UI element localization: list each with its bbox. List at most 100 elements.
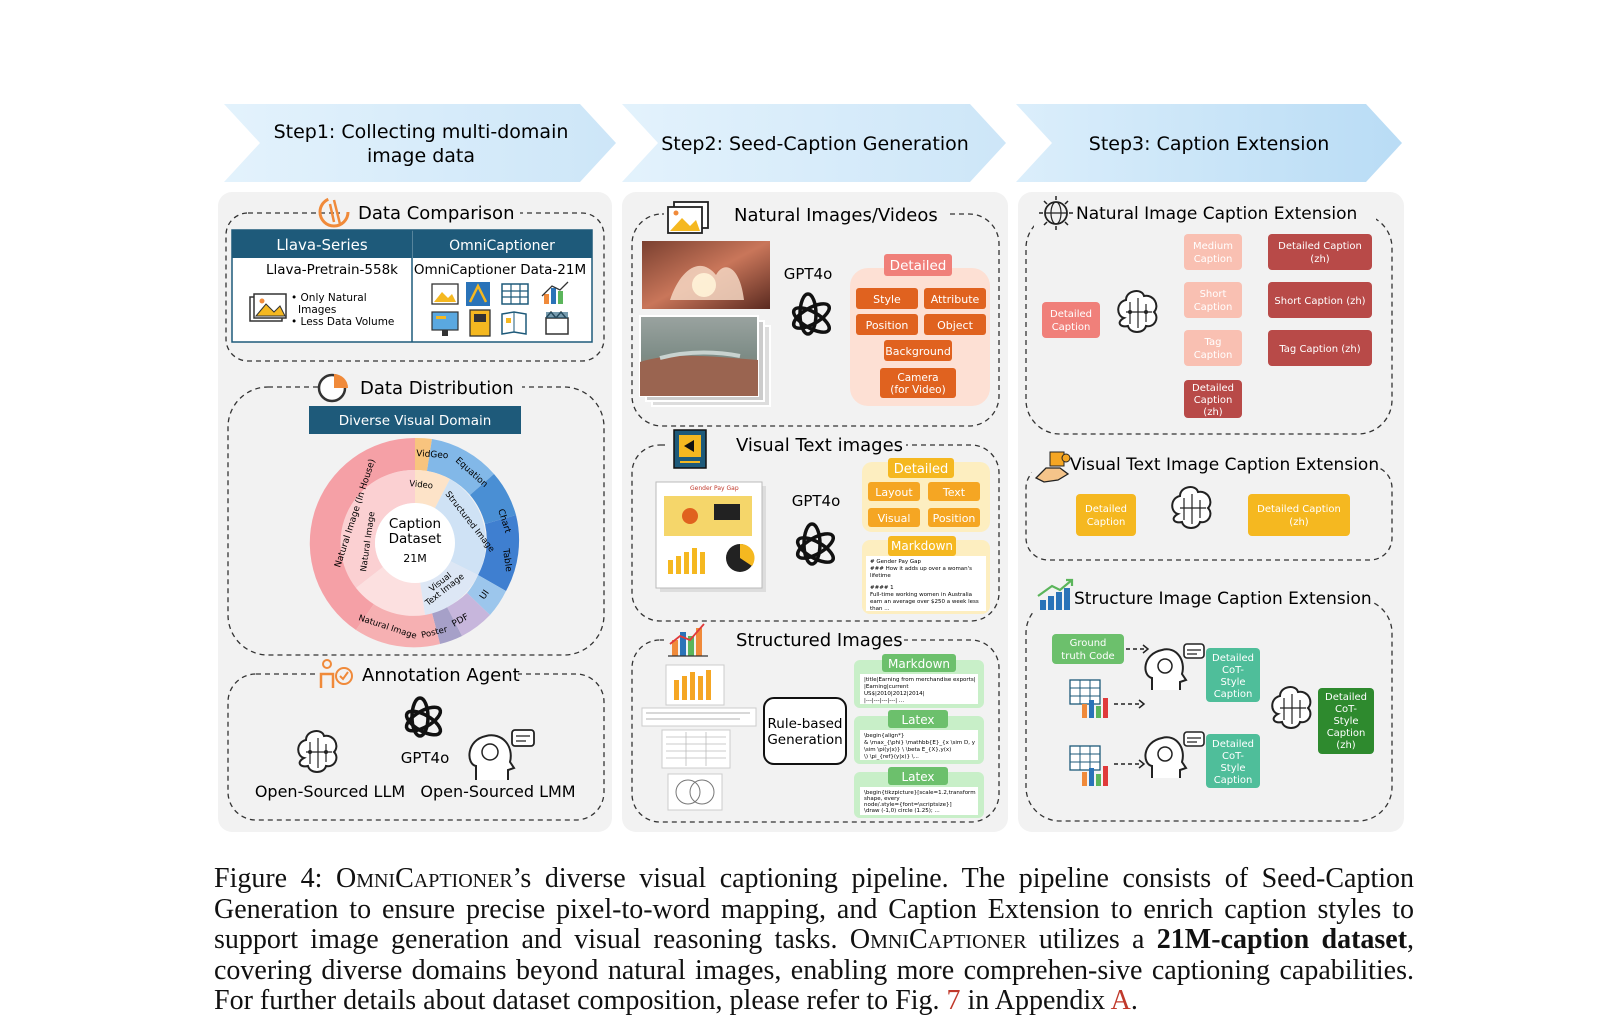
cot-caption-zh-label-3: Style <box>1333 716 1358 727</box>
visual-ext-detailed-label-1: Detailed <box>1085 504 1127 515</box>
medium-caption-label-2: Caption <box>1194 254 1233 265</box>
tag-position-label: Position <box>866 319 909 332</box>
detailed-caption-zh-small-label-3: (zh) <box>1203 407 1222 418</box>
label-video: Video <box>409 479 434 491</box>
step3-label: Step3: Caption Extension <box>1089 133 1329 155</box>
short-caption-label-2: Caption <box>1194 302 1233 313</box>
caption-text-1: ’s diverse visual captioning pipeline. T… <box>214 863 1414 955</box>
natural-detailed-label: Detailed <box>890 258 947 274</box>
ring-video <box>415 470 450 508</box>
tag-background-label: Background <box>885 345 951 358</box>
ground-truth-label-2: truth Code <box>1061 651 1114 662</box>
step1-arrow: Step1: Collecting multi-domain image dat… <box>224 104 616 182</box>
tag-text-position <box>928 508 980 527</box>
appendix-ref-link[interactable]: A <box>1110 985 1131 1016</box>
visual-text-markdown-content: # Gender Pay Gap ### How it adds up over… <box>870 559 979 612</box>
sunburst-center-line3: 21M <box>403 552 427 565</box>
diverse-domain-banner <box>309 406 521 434</box>
image-domain-icon <box>431 283 459 305</box>
sample-video-frames <box>639 315 771 407</box>
sample-photo-1 <box>642 241 770 309</box>
visual-ext-brain-icon <box>1171 486 1212 529</box>
tag-visual <box>868 508 920 527</box>
short-caption-zh-box <box>1268 282 1372 318</box>
rule-based-line2: Generation <box>767 732 842 748</box>
cot-caption-2-label-3: Style <box>1220 763 1245 774</box>
hand-puzzle-icon <box>1034 451 1071 483</box>
natural-ext-detailed-label-1: Detailed <box>1050 309 1092 320</box>
tag-visual-label: Visual <box>878 512 911 525</box>
data-comparison-section: Data Comparison Llava-Series OmniCaption… <box>225 196 605 362</box>
lmm-head-icon <box>468 729 535 780</box>
llm-brain-icon <box>297 730 338 773</box>
cot-caption-1-label-2: CoT- <box>1222 665 1244 676</box>
tag-caption-label-2: Caption <box>1194 350 1233 361</box>
cot-caption-2-label-4: Caption <box>1214 775 1253 786</box>
sunburst-center-line2: Dataset <box>389 531 442 547</box>
figure-ref-link[interactable]: 7 <box>946 985 961 1016</box>
tag-text <box>928 482 980 501</box>
open-sourced-llm-label: Open-Sourced LLM <box>255 782 405 801</box>
diverse-domain-banner-label: Diverse Visual Domain <box>339 413 492 429</box>
step1-label-line2: image data <box>367 145 475 167</box>
sunburst-chart: Caption Dataset 21M Natural Image (In Ho… <box>309 437 520 648</box>
llava-bullet-2: • Less Data Volume <box>291 316 394 328</box>
md-line: lifetime <box>870 573 891 579</box>
omni-header-label: OmniCaptioner <box>449 238 555 254</box>
ring-visual-text <box>420 560 478 615</box>
md-line: # Gender Pay Gap <box>870 559 921 565</box>
llava-dataset-name: Llava-Pretrain-558k <box>266 262 398 278</box>
tag-layout-label: Layout <box>875 486 913 499</box>
poster-icon <box>673 429 707 469</box>
cot-caption-box-1 <box>1206 648 1260 702</box>
visual-text-openai-logo-icon <box>795 522 835 566</box>
detailed-caption-zh-small-label-2: Caption <box>1194 395 1233 406</box>
md-line: ### How it adds up over a woman's <box>870 566 972 572</box>
natural-images-title: Natural Images/Videos <box>734 205 938 226</box>
data-comparison-title: Data Comparison <box>358 203 514 224</box>
natural-ext-detailed-box <box>1042 302 1100 338</box>
latex-line: shape, every <box>864 796 900 802</box>
md-line: #### 1 <box>870 585 894 591</box>
medium-caption-label-1: Medium <box>1193 241 1233 252</box>
natural-ext-brain-icon <box>1117 290 1158 333</box>
ground-truth-label-1: Ground <box>1070 638 1107 649</box>
ring-pdf <box>447 593 490 636</box>
md-line: |---|---|---|---| ... <box>864 698 904 704</box>
detailed-caption-zh-small-label-1: Detailed <box>1192 383 1234 394</box>
cot-caption-zh-label-4: Caption <box>1327 728 1366 739</box>
structure-ext-section: Structure Image Caption Extension Ground… <box>1025 578 1393 822</box>
visual-ext-detailed-label-2: Caption <box>1087 517 1126 528</box>
visual-ext-detailed-zh-box <box>1248 494 1350 536</box>
natural-image-icon <box>249 293 287 322</box>
ring-natural-bottom <box>356 604 440 648</box>
document-domain-icon <box>501 311 527 335</box>
ring-ui <box>467 575 506 615</box>
ring-natural-inhouse <box>309 437 415 630</box>
structure-brain-icon <box>1271 686 1312 729</box>
model-name-part-a: Omni <box>335 863 396 894</box>
sunburst-center-line1: Caption <box>389 516 441 532</box>
omni-header <box>413 230 592 258</box>
visual-ext-section: Visual Text Image Caption Extension Deta… <box>1025 450 1393 561</box>
cot-caption-1-label-4: Caption <box>1214 689 1253 700</box>
chart-domain-icon <box>541 281 569 304</box>
tag-object <box>924 314 986 335</box>
latex-line: & \max_{\phi} \mathbb{E}_{x \sim D, y <box>864 740 976 746</box>
latex-content-1: \begin{align*} & \max_{\phi} \mathbb{E}_… <box>864 733 976 760</box>
tag-camera-label-2: (for Video) <box>890 384 945 396</box>
step2-arrow: Step2: Seed-Caption Generation <box>622 104 1006 182</box>
visual-text-detailed-label: Detailed <box>894 462 949 477</box>
open-sourced-lmm-label: Open-Sourced LMM <box>420 782 575 801</box>
latex-label-1: Latex <box>901 713 934 727</box>
ring-natural-inner <box>340 469 415 588</box>
ring-vidgeo <box>415 437 432 471</box>
natural-openai-logo-icon <box>791 292 831 336</box>
agent-gpt-label: GPT4o <box>401 749 450 767</box>
latex-line: \begin{tikzpicture}[scale=1.2,transform <box>864 790 976 796</box>
natural-attribute-tags: Style Attribute Position Object Backgrou… <box>856 288 986 398</box>
cot-caption-zh-label-1: Detailed <box>1325 692 1367 703</box>
md-line: earn an average over $250 a week less <box>870 599 979 605</box>
tag-position <box>856 314 918 335</box>
structure-table-chart-icon-1 <box>1069 679 1108 718</box>
